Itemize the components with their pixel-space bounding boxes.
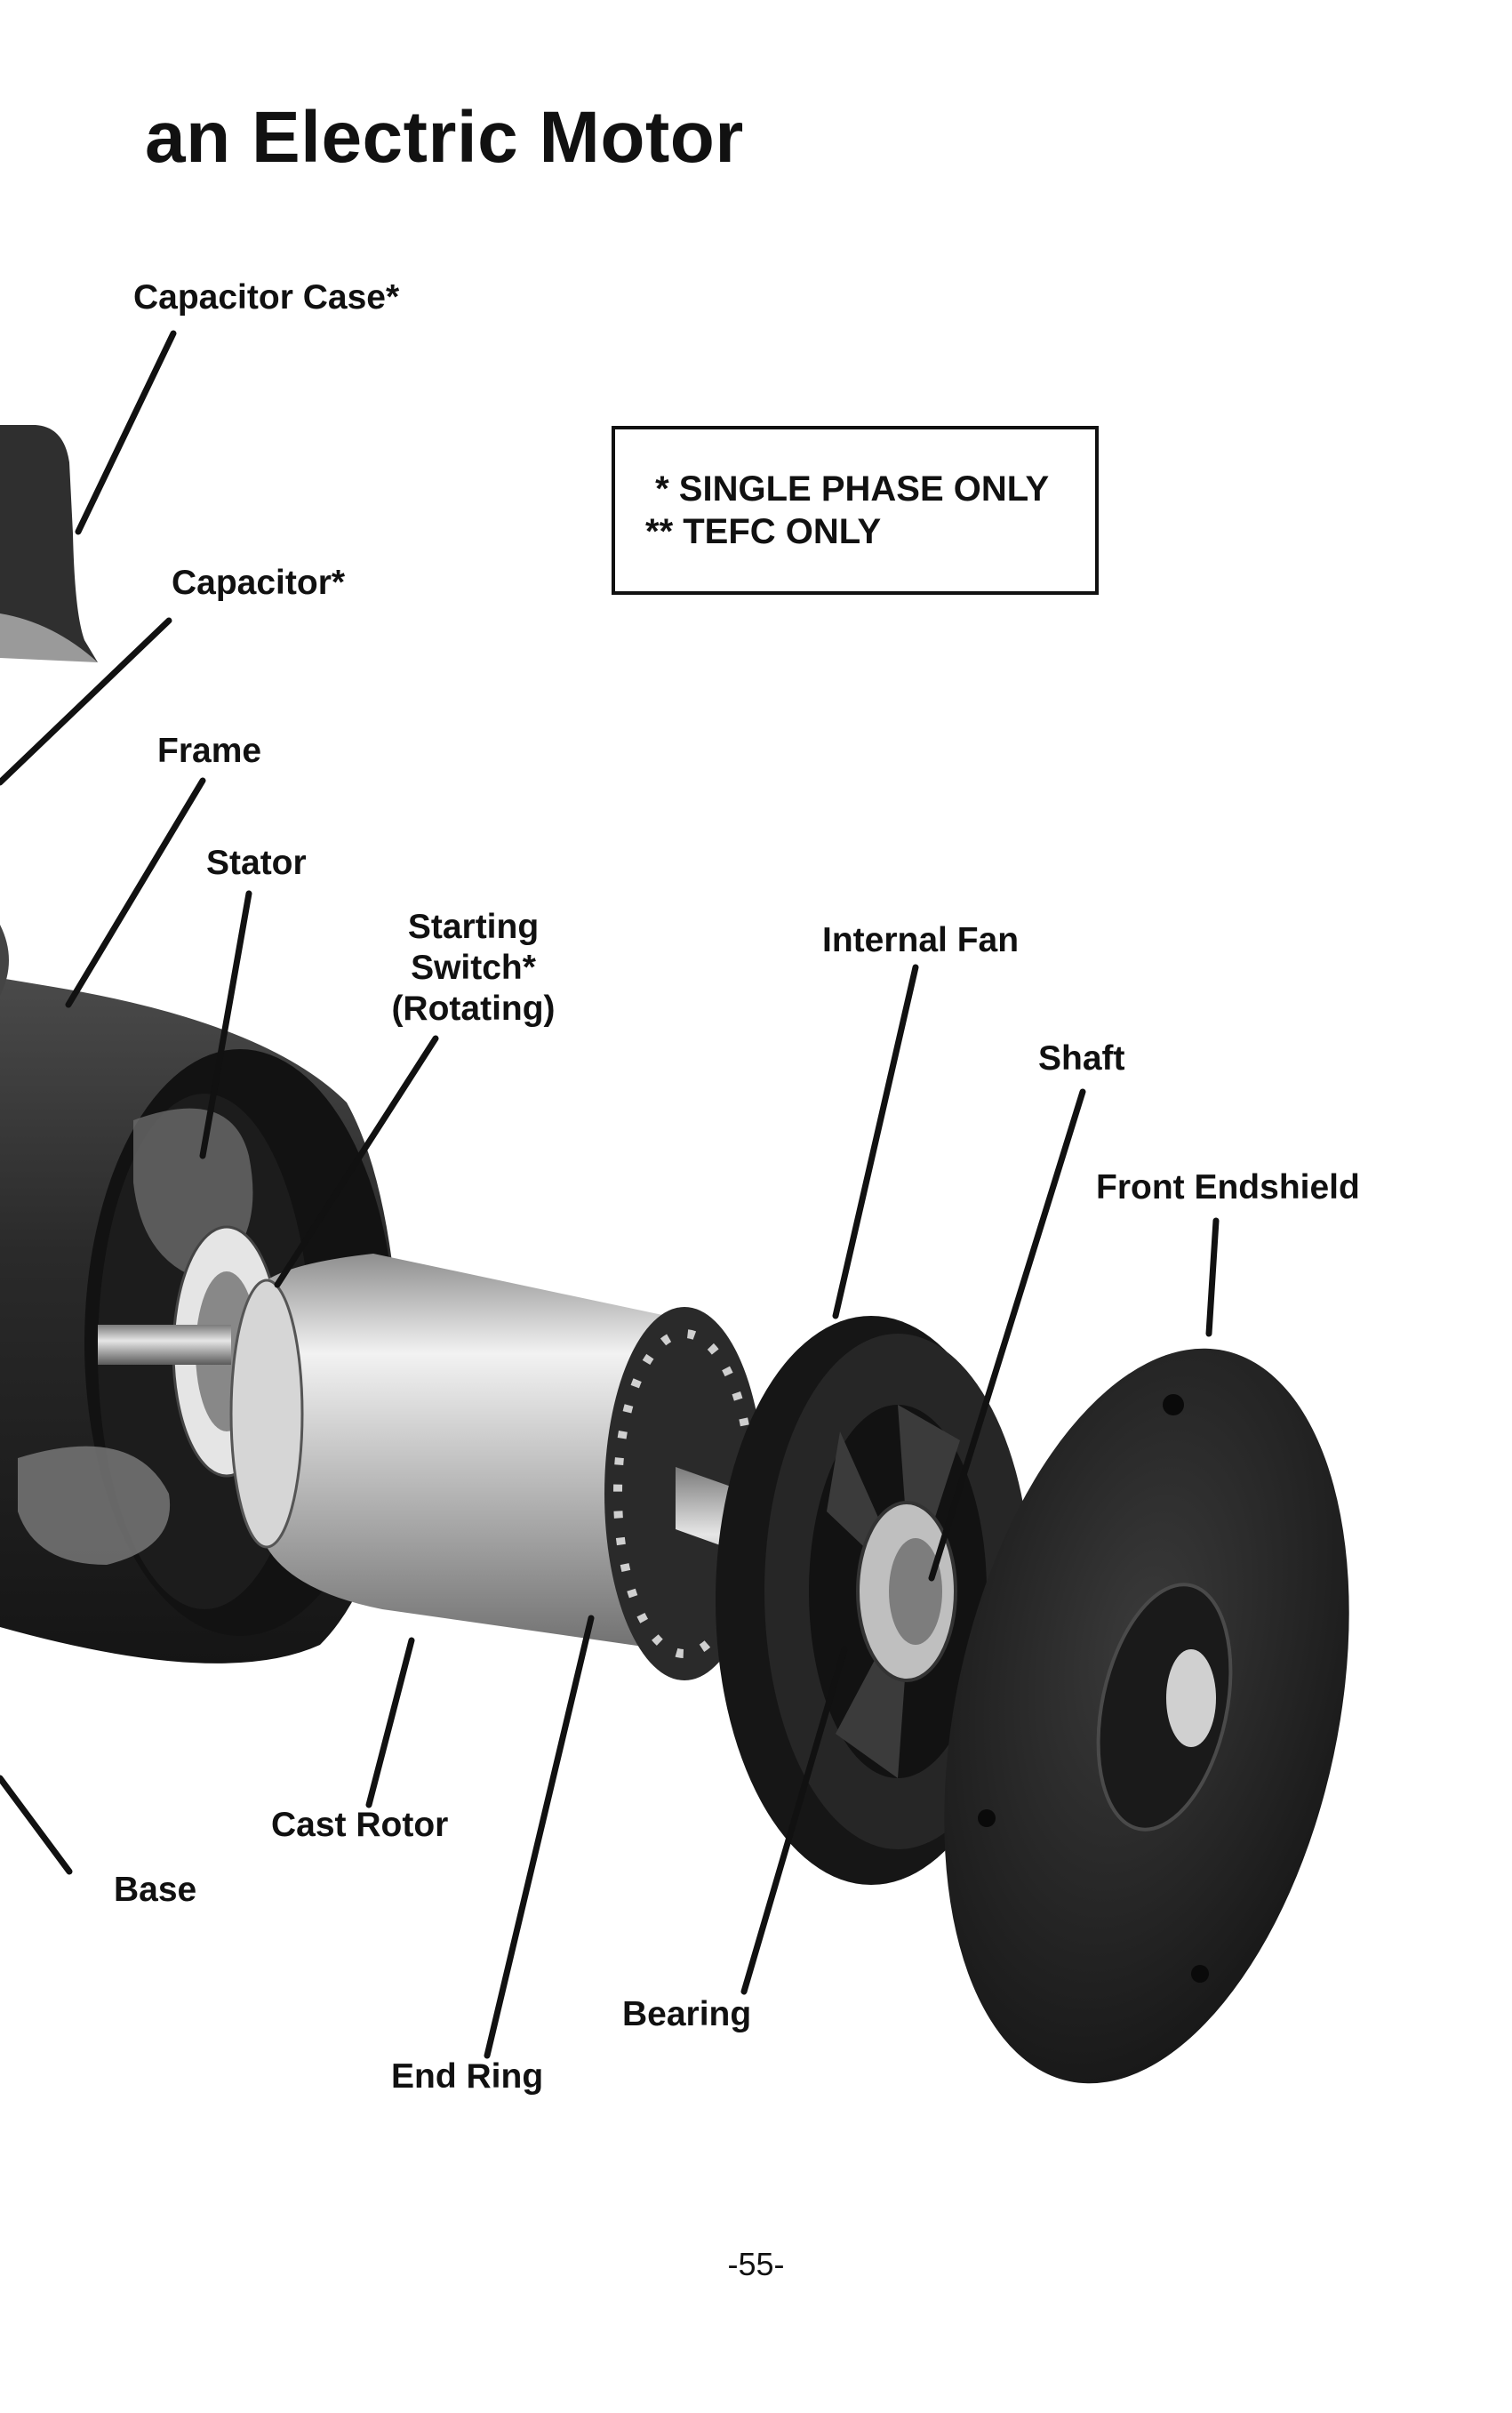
- note-single-phase: * SINGLE PHASE ONLY: [645, 469, 1050, 509]
- label-capacitor-case: Capacitor Case*: [133, 278, 400, 317]
- leader-cast-rotor: [365, 1637, 415, 1808]
- label-capacitor: Capacitor*: [172, 564, 346, 602]
- note-tefc: ** TEFC ONLY: [645, 512, 882, 551]
- label-end-ring: End Ring: [391, 2057, 544, 2096]
- label-stator: Stator: [206, 844, 307, 882]
- label-bearing: Bearing: [622, 1995, 752, 2033]
- label-starting-switch: Starting Switch* (Rotating): [382, 907, 564, 1030]
- label-cast-rotor: Cast Rotor: [271, 1806, 449, 1844]
- label-starting-switch-line1: Starting: [407, 908, 540, 946]
- front-endshield-illustration: [944, 1348, 1349, 2084]
- label-front-endshield: Front Endshield: [1096, 1168, 1360, 1206]
- leader-internal-fan: [832, 964, 919, 1319]
- leader-lines: [0, 330, 1220, 2059]
- page-number: -55-: [727, 2246, 785, 2282]
- label-internal-fan: Internal Fan: [822, 921, 1020, 959]
- capacitor-case-illustration: [0, 425, 98, 662]
- bearing-illustration: [856, 1501, 957, 1682]
- label-base: Base: [114, 1871, 197, 1909]
- label-starting-switch-line3: (Rotating): [391, 990, 556, 1028]
- leader-capacitor-case: [75, 330, 177, 535]
- leader-starting-switch: [274, 1035, 439, 1288]
- leader-end-ring: [484, 1615, 595, 2059]
- label-starting-switch-line2: Switch*: [411, 949, 536, 987]
- leader-shaft: [928, 1088, 1086, 1582]
- label-shaft: Shaft: [1038, 1039, 1125, 1078]
- leader-front-endshield: [1205, 1217, 1220, 1337]
- leader-frame: [65, 777, 206, 1008]
- legend-note-box: * SINGLE PHASE ONLY ** TEFC ONLY: [612, 426, 1099, 595]
- label-frame: Frame: [157, 732, 262, 770]
- leader-base: [0, 1775, 73, 1875]
- leader-bearing: [740, 1646, 848, 1995]
- leader-stator: [199, 890, 252, 1159]
- leader-capacitor: [0, 617, 172, 786]
- page-title: an Electric Motor: [145, 97, 744, 178]
